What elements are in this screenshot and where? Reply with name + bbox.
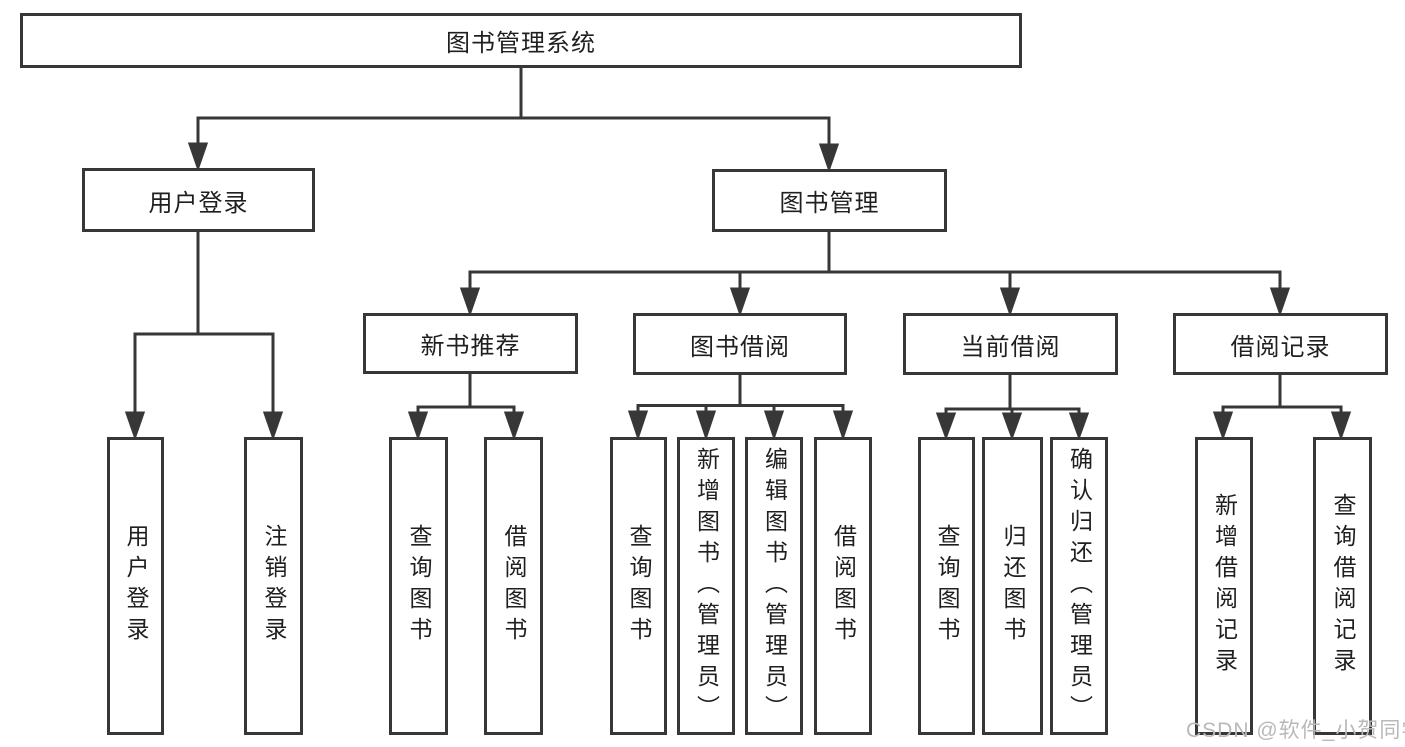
node-label: 图书借阅 — [690, 333, 790, 361]
leaf-label: 查询借阅记录 — [1330, 493, 1356, 679]
leaf-label: 借阅图书 — [501, 524, 527, 648]
leaf-label: 确认归还（管理员） — [1066, 446, 1093, 726]
node-new-book-recommend: 新书推荐 — [363, 313, 578, 374]
leaf-label: 查询图书 — [406, 524, 432, 648]
node-label: 新书推荐 — [420, 333, 521, 360]
leaf-label: 借阅图书 — [830, 524, 857, 648]
node-borrow-records: 借阅记录 — [1173, 313, 1388, 375]
leaf-query-borrow-record: 查询借阅记录 — [1313, 437, 1372, 735]
leaf-label: 用户登录 — [123, 524, 149, 648]
node-label: 用户登录 — [148, 189, 249, 217]
leaf-borrow-book: 借阅图书 — [484, 437, 543, 735]
leaf-label: 编辑图书（管理员） — [761, 446, 788, 726]
node-label: 图书管理系统 — [446, 30, 596, 57]
leaf-query-book: 查询图书 — [610, 437, 667, 735]
node-user-login-branch: 用户登录 — [82, 168, 315, 232]
leaf-logout: 注销登录 — [244, 437, 303, 735]
node-current-borrow: 当前借阅 — [903, 313, 1118, 375]
leaf-label: 注销登录 — [261, 524, 287, 648]
leaf-label: 新增图书（管理员） — [693, 446, 720, 726]
leaf-label: 新增借阅记录 — [1211, 493, 1238, 679]
leaf-add-book-admin: 新增图书（管理员） — [677, 437, 735, 735]
node-label: 图书管理 — [779, 190, 880, 217]
leaf-return-book: 归还图书 — [982, 437, 1043, 735]
leaf-query-book: 查询图书 — [389, 437, 448, 735]
leaf-label: 归还图书 — [1000, 524, 1026, 648]
node-label: 当前借阅 — [960, 333, 1061, 361]
node-book-borrow: 图书借阅 — [633, 313, 847, 375]
leaf-label: 查询图书 — [934, 524, 960, 648]
leaf-add-borrow-record: 新增借阅记录 — [1195, 437, 1253, 735]
node-label: 借阅记录 — [1230, 333, 1331, 361]
leaf-edit-book-admin: 编辑图书（管理员） — [745, 437, 803, 735]
leaf-borrow-book: 借阅图书 — [814, 437, 872, 735]
csdn-watermark: CSDN @软件_小贺同学 — [1186, 719, 1405, 742]
leaf-label: 查询图书 — [626, 524, 652, 648]
node-system-root: 图书管理系统 — [20, 13, 1022, 68]
node-book-management-branch: 图书管理 — [712, 169, 947, 232]
leaf-query-book: 查询图书 — [918, 437, 975, 735]
leaf-confirm-return-admin: 确认归还（管理员） — [1050, 437, 1108, 735]
leaf-user-login: 用户登录 — [107, 437, 164, 735]
